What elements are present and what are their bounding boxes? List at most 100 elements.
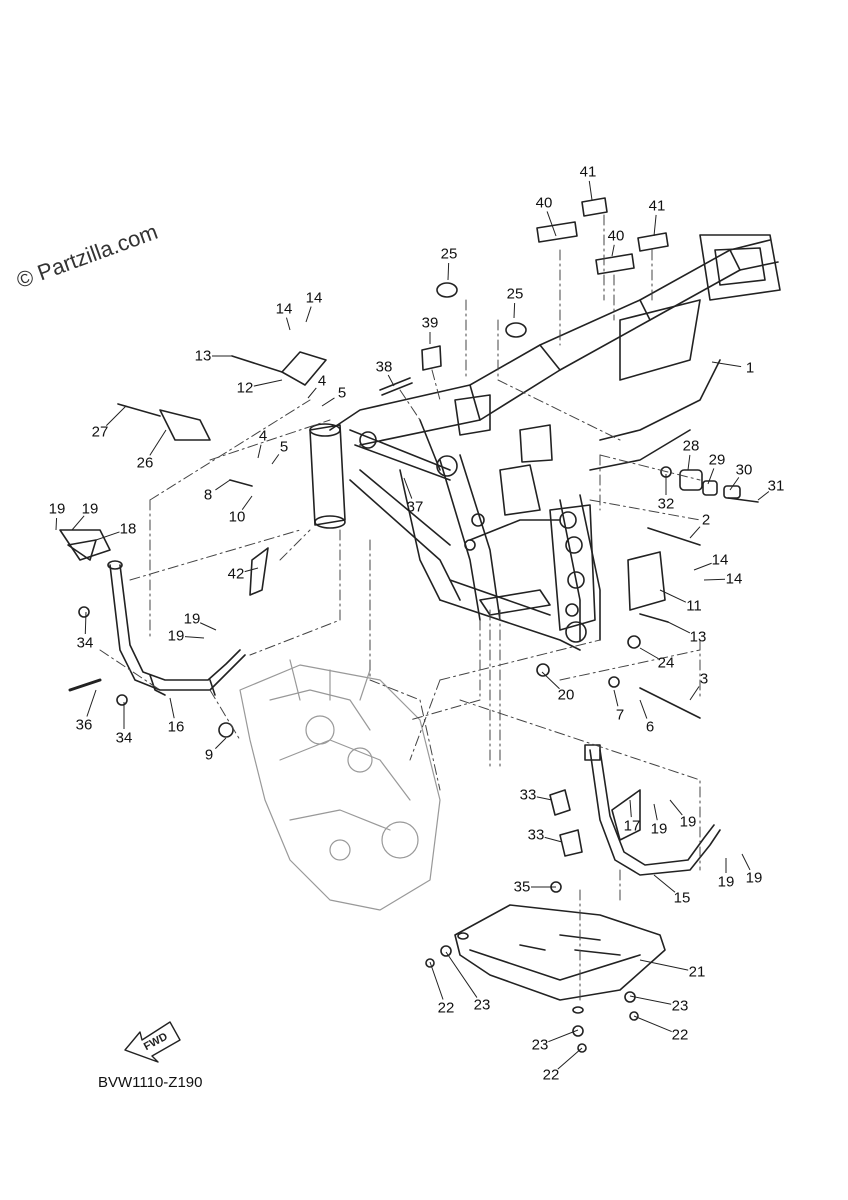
leader-line-c28 (687, 454, 691, 471)
leader-line-c38 (387, 374, 395, 387)
callout-c2: 2 (702, 512, 710, 529)
callout-c7: 7 (616, 707, 624, 724)
leader-line-c40a (546, 211, 557, 237)
callout-c35: 35 (514, 879, 531, 896)
callout-c1: 1 (746, 360, 754, 377)
leader-line-c14b (305, 306, 312, 323)
callout-c33a: 33 (520, 787, 537, 804)
leader-line-c2 (689, 526, 701, 539)
leader-line-c27 (106, 405, 127, 426)
fwd-arrow (124, 1021, 181, 1063)
callout-c17: 17 (624, 818, 641, 835)
leader-line-c1 (711, 361, 742, 368)
leader-line-c31 (757, 491, 770, 501)
callout-c19f: 19 (680, 814, 697, 831)
callout-c32: 32 (658, 496, 675, 513)
leader-line-c22c (557, 1047, 583, 1070)
leader-line-c25b (513, 302, 516, 319)
callout-c42: 42 (228, 566, 245, 583)
leader-line-c19h (741, 853, 751, 871)
callout-c18: 18 (120, 521, 137, 538)
leader-line-c13b (667, 621, 691, 634)
callout-c22c: 22 (543, 1067, 560, 1084)
callout-c14b: 14 (306, 290, 323, 307)
engine-outline (239, 659, 441, 911)
leader-line-c24 (639, 647, 659, 659)
leader-line-c12 (253, 379, 283, 387)
callout-c19c: 19 (184, 611, 201, 628)
callout-c40a: 40 (536, 195, 553, 212)
leader-line-c22b (633, 1015, 672, 1033)
leader-line-c8 (215, 479, 231, 491)
leader-line-c19b (71, 515, 85, 531)
callout-c37: 37 (407, 499, 424, 516)
callout-c23a: 23 (474, 997, 491, 1014)
leader-line-c21 (639, 959, 689, 971)
left-guard-bar (59, 529, 246, 696)
callout-c14d: 14 (726, 571, 743, 588)
callout-c25b: 25 (507, 286, 524, 303)
leader-line-c11 (659, 589, 687, 603)
callout-leaders (55, 180, 770, 1070)
leader-line-c41a (588, 180, 593, 201)
callout-c40b: 40 (608, 228, 625, 245)
leader-line-c7 (613, 689, 619, 707)
leader-line-c5b (271, 454, 280, 465)
leader-line-c4b (257, 444, 262, 459)
callout-c26: 26 (137, 455, 154, 472)
leader-line-c6 (639, 699, 648, 719)
leader-line-c3 (689, 686, 700, 701)
small-parts (67, 197, 759, 1053)
callout-c38: 38 (376, 359, 393, 376)
skid-plate (454, 904, 666, 1014)
diagram-code: BVW1110-Z190 (98, 1074, 203, 1091)
leader-line-c18 (95, 531, 120, 541)
callout-c23b: 23 (672, 998, 689, 1015)
callout-c19g: 19 (718, 874, 735, 891)
callout-c4a: 4 (318, 373, 326, 390)
right-guard-bar (584, 744, 721, 876)
leader-line-c23b (629, 995, 672, 1005)
callout-c41b: 41 (649, 198, 666, 215)
callout-c3: 3 (700, 671, 708, 688)
callout-c24: 24 (658, 655, 675, 672)
leader-line-c41b (653, 214, 657, 237)
callout-c31: 31 (768, 478, 785, 495)
callout-c34b: 34 (116, 730, 133, 747)
callout-c9: 9 (205, 747, 213, 764)
callout-c13b: 13 (690, 629, 707, 646)
callout-c21: 21 (689, 964, 706, 981)
leader-line-c19d (184, 636, 205, 639)
leader-line-c14a (285, 317, 291, 331)
callout-c30: 30 (736, 462, 753, 479)
callout-c19h: 19 (746, 870, 763, 887)
callout-c27: 27 (92, 424, 109, 441)
leader-line-c23a (445, 951, 478, 998)
callout-c23c: 23 (532, 1037, 549, 1054)
callout-c14a: 14 (276, 301, 293, 318)
callout-c33b: 33 (528, 827, 545, 844)
leader-line-c16 (169, 697, 175, 719)
leader-line-c40b (611, 244, 615, 257)
leader-line-c29 (707, 468, 715, 485)
callout-c34a: 34 (77, 635, 94, 652)
leader-line-c19a (55, 517, 58, 531)
callout-c36: 36 (76, 717, 93, 734)
leader-line-c33b (544, 836, 563, 843)
callout-c19b: 19 (82, 501, 99, 518)
main-frame (309, 234, 781, 651)
callout-c11: 11 (686, 598, 702, 615)
leader-line-c4a (307, 387, 317, 399)
callout-c25a: 25 (441, 246, 458, 263)
callout-c19d: 19 (168, 628, 185, 645)
leader-line-c17 (629, 799, 632, 818)
leader-line-c36 (86, 689, 97, 717)
callout-c12: 12 (237, 380, 254, 397)
callout-c4b: 4 (259, 428, 267, 445)
assembly-lines (99, 214, 701, 1001)
callout-c15: 15 (674, 890, 691, 907)
leader-line-c19c (199, 622, 217, 631)
callout-c19a: 19 (49, 501, 66, 518)
